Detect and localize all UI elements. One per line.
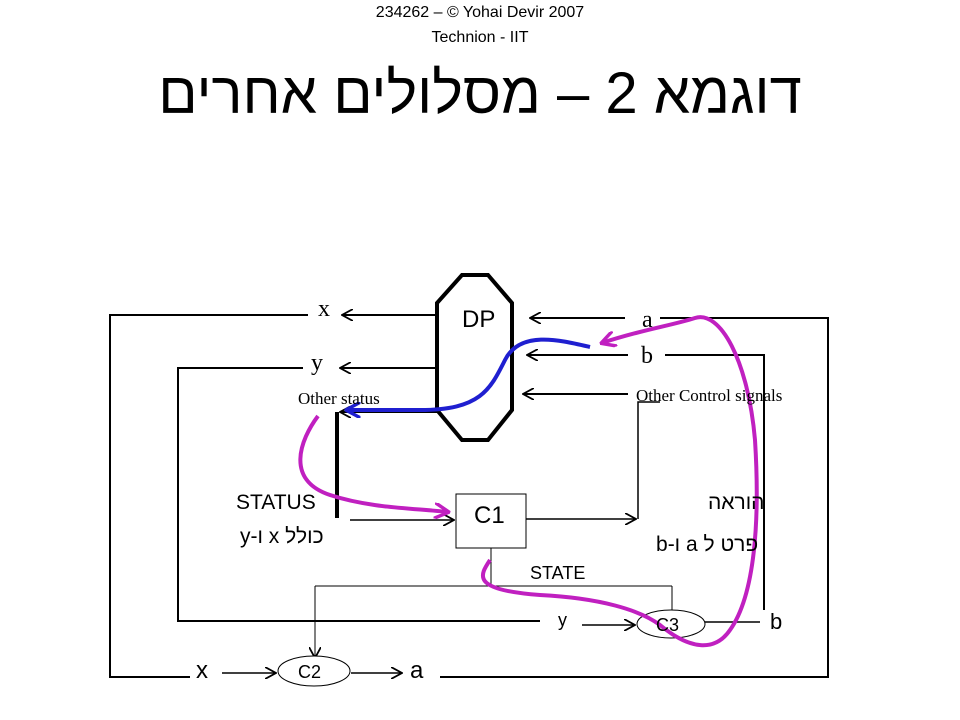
c1-label: C1: [474, 502, 505, 529]
c2-output-label: a: [410, 657, 424, 684]
c3-label: C3: [656, 615, 680, 635]
c2-input-label: x: [196, 657, 208, 684]
dp-label: DP: [462, 306, 496, 333]
c1-block: [455, 493, 527, 549]
state-label: STATE: [530, 563, 586, 583]
c2-label: C2: [298, 662, 322, 682]
b-label: b: [641, 343, 653, 369]
dp-block: [435, 273, 514, 442]
magenta-path-loop: [480, 315, 759, 648]
wire-a-loop: [440, 317, 829, 678]
a-label: a: [642, 307, 653, 333]
header-line-2: Technion - IIT: [431, 29, 529, 46]
y-label: y: [311, 350, 323, 376]
instruction-sub-label: פרט ל a ו-b: [656, 533, 759, 556]
status-label: STATUS: [236, 491, 316, 514]
other-control-label: Other Control signals: [636, 386, 783, 405]
other-status-label: Other status: [298, 389, 380, 408]
instruction-label: הוראה: [708, 491, 765, 514]
status-sub-label: כולל x ו-y: [240, 525, 324, 548]
blue-highlight-path: [347, 337, 591, 410]
header-line-1: 234262 – © Yohai Devir 2007: [375, 4, 585, 21]
c3-output-label: b: [770, 609, 783, 634]
slide-title: דוגמא 2 – מסלולים אחרים: [158, 61, 802, 126]
magenta-path-status: [298, 414, 448, 512]
wire-instruction: [637, 401, 660, 519]
c3-block: [636, 609, 706, 639]
x-label: x: [318, 296, 330, 322]
wire-b-loop: [665, 354, 765, 610]
wire-y-loop: [177, 367, 540, 622]
wire-x-loop: [109, 314, 308, 678]
c2-block: [277, 655, 351, 687]
c3-input-label: y: [558, 610, 567, 630]
